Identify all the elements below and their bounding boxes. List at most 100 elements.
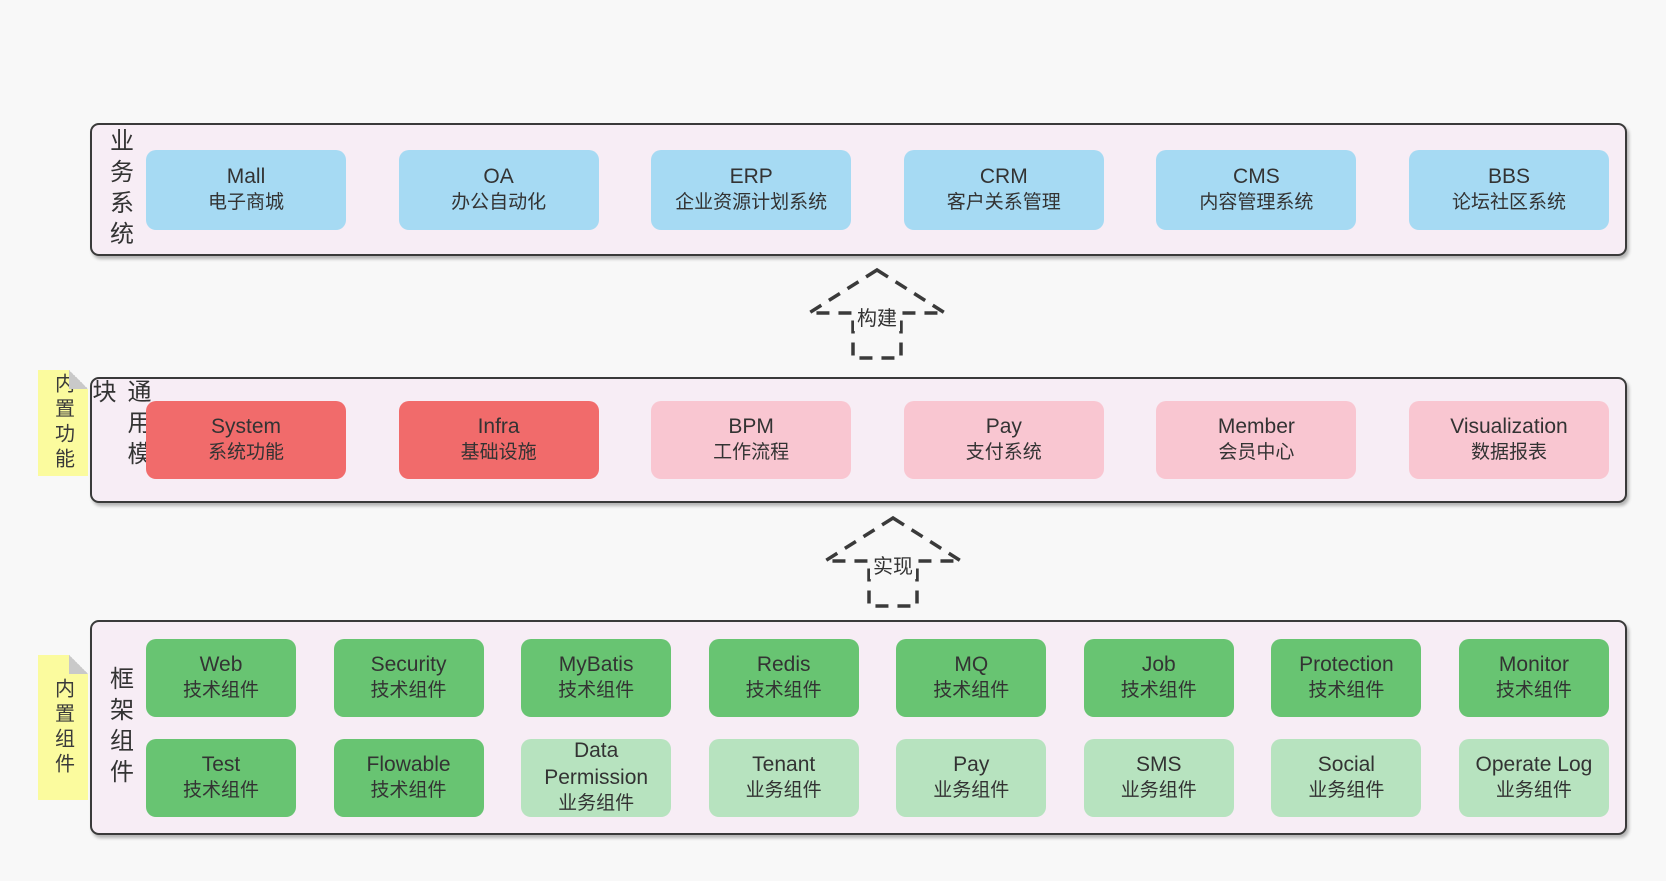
layer-label-business-systems: 业务系统 (105, 127, 133, 252)
box-subtitle: 技术组件 (558, 679, 635, 701)
box-subtitle: 客户关系管理 (946, 191, 1061, 213)
box-subtitle: 业务组件 (745, 779, 822, 801)
box-title: Social (1317, 752, 1375, 776)
box-security: Security 技术组件 (333, 638, 484, 717)
box-title: OA (483, 164, 514, 188)
box-flowable: Flowable 技术组件 (333, 738, 484, 817)
box-mall: Mall 电子商城 (146, 149, 346, 230)
box-title: Operate Log (1475, 752, 1593, 776)
box-subtitle: 支付系统 (965, 442, 1042, 464)
box-bpm: BPM 工作流程 (651, 401, 852, 479)
box-subtitle: 办公自动化 (451, 191, 547, 213)
box-subtitle: 会员中心 (1218, 442, 1295, 464)
sticky-note-builtin-components: 内置组件 (38, 655, 88, 800)
box-title: Visualization (1450, 415, 1568, 439)
box-job: Job 技术组件 (1083, 638, 1234, 717)
box-subtitle: 技术组件 (1120, 679, 1197, 701)
box-subtitle: 业务组件 (1495, 779, 1572, 801)
box-subtitle: 企业资源计划系统 (675, 191, 828, 213)
box-subtitle: 系统功能 (207, 442, 284, 464)
box-title: Monitor (1498, 652, 1569, 676)
box-title: Mall (226, 164, 266, 188)
box-subtitle: 业务组件 (933, 779, 1010, 801)
box-title: MyBatis (558, 652, 634, 676)
box-title: CRM (979, 164, 1028, 188)
box-subtitle: 技术组件 (1308, 679, 1385, 701)
box-test: Test 技术组件 (146, 738, 296, 817)
box-title: Data Permission (544, 739, 649, 789)
box-subtitle: 电子商城 (207, 191, 284, 213)
box-subtitle: 业务组件 (1120, 779, 1197, 801)
layer-label-framework-components: 框架组件 (105, 665, 133, 790)
box-redis: Redis 技术组件 (708, 638, 859, 717)
layer-business-systems: 业务系统 Mall 电子商城 OA 办公自动化 ERP 企业资源计划系统 CRM 客户关系管理… (90, 123, 1627, 256)
box-title: SMS (1136, 752, 1182, 776)
sticky-note-label: 内置功能 (51, 373, 74, 473)
implement-arrow-icon: 实现 (820, 514, 966, 610)
box-title: Security (370, 652, 447, 676)
box-social: Social 业务组件 (1271, 738, 1422, 817)
box-title: Redis (756, 652, 811, 676)
box-operate-log: Operate Log 业务组件 (1458, 738, 1609, 817)
box-subtitle: 技术组件 (370, 779, 447, 801)
box-web: Web 技术组件 (146, 638, 296, 717)
box-subtitle: 技术组件 (182, 679, 259, 701)
build-arrow-icon: 构建 (804, 266, 950, 362)
sticky-note-label: 内置组件 (51, 677, 74, 778)
box-crm: CRM 客户关系管理 (903, 149, 1104, 230)
box-title: ERP (729, 164, 773, 188)
box-visualization: Visualization 数据报表 (1408, 401, 1609, 479)
box-subtitle: 内容管理系统 (1199, 191, 1314, 213)
box-subtitle: 技术组件 (370, 679, 447, 701)
box-data-permission: Data Permission 业务组件 (521, 738, 672, 817)
box-protection: Protection 技术组件 (1271, 638, 1422, 717)
box-bbs: BBS 论坛社区系统 (1408, 149, 1609, 230)
box-subtitle: 技术组件 (745, 679, 822, 701)
box-title: BBS (1487, 164, 1530, 188)
box-subtitle: 技术组件 (182, 779, 259, 801)
box-subtitle: 技术组件 (933, 679, 1010, 701)
box-subtitle: 基础设施 (460, 442, 537, 464)
box-title: Job (1141, 652, 1176, 676)
box-subtitle: 论坛社区系统 (1451, 191, 1566, 213)
box-title: Pay (985, 415, 1022, 439)
box-subtitle: 业务组件 (1308, 779, 1385, 801)
box-subtitle: 业务组件 (558, 792, 635, 814)
layer-label-common-modules: 通用模块 (88, 379, 150, 472)
box-erp: ERP 企业资源计划系统 (651, 149, 852, 230)
box-tenant: Tenant 业务组件 (708, 738, 859, 817)
box-title: MQ (954, 652, 989, 676)
box-title: Web (199, 652, 243, 676)
box-infra: Infra 基础设施 (398, 401, 599, 479)
box-title: Protection (1299, 652, 1394, 676)
box-title: Test (201, 752, 241, 776)
box-title: Tenant (752, 752, 816, 776)
box-title: Flowable (366, 752, 451, 776)
box-title: Infra (477, 415, 520, 439)
box-title: Member (1217, 415, 1295, 439)
box-pay: Pay 支付系统 (903, 401, 1104, 479)
build-arrow-label: 构建 (854, 302, 900, 331)
box-oa: OA 办公自动化 (398, 149, 599, 230)
box-mybatis: MyBatis 技术组件 (521, 638, 672, 717)
box-monitor: Monitor 技术组件 (1458, 638, 1609, 717)
box-subtitle: 数据报表 (1470, 442, 1547, 464)
box-title: BPM (728, 415, 774, 439)
box-title: Pay (953, 752, 990, 776)
box-subtitle: 工作流程 (713, 442, 790, 464)
sticky-note-builtin-features: 内置功能 (38, 370, 88, 476)
box-mq: MQ 技术组件 (896, 638, 1047, 717)
box-subtitle: 技术组件 (1495, 679, 1572, 701)
box-pay: Pay 业务组件 (896, 738, 1047, 817)
